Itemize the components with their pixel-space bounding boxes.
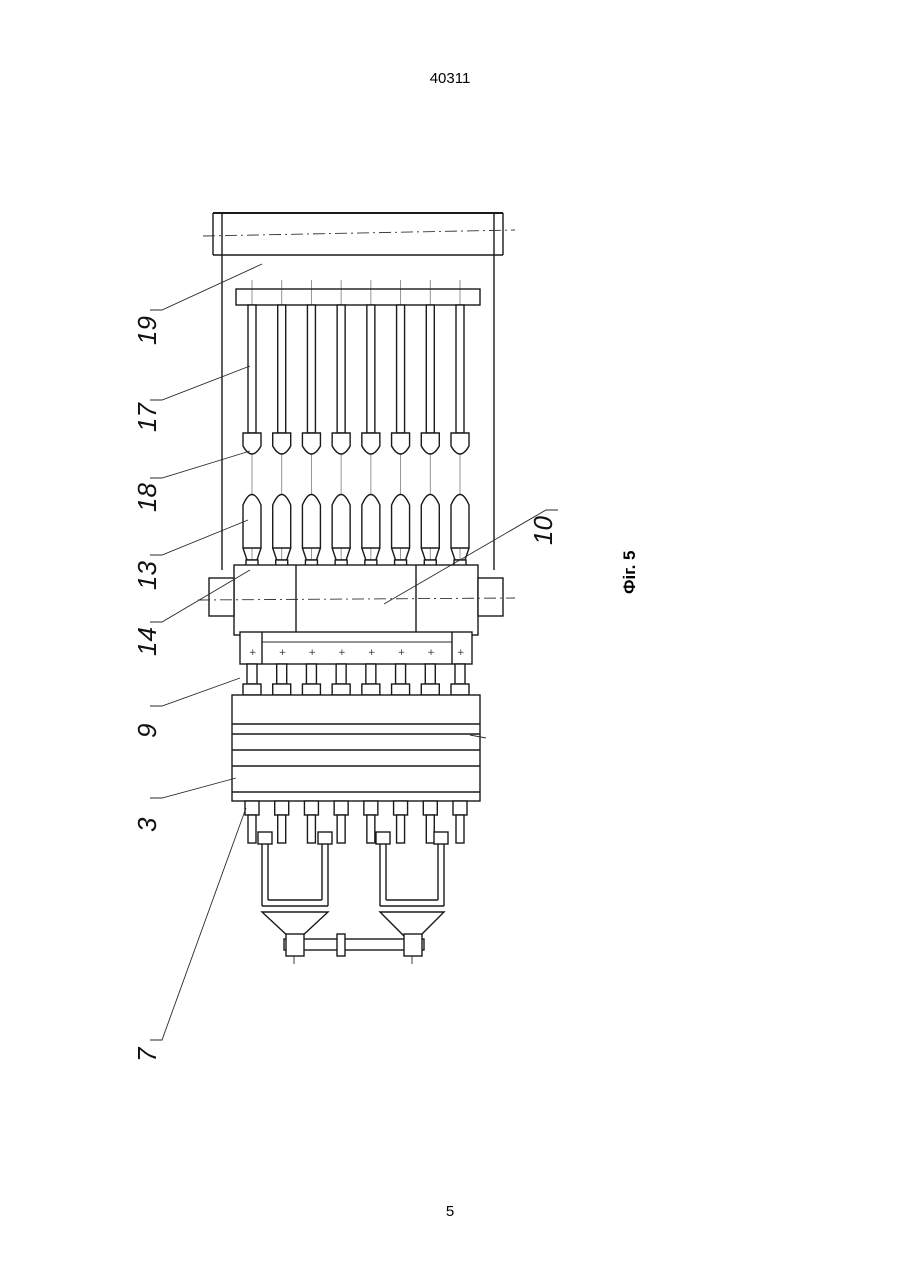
die bbox=[451, 495, 469, 549]
die bbox=[392, 495, 410, 549]
bolt bbox=[247, 664, 257, 684]
bolt bbox=[306, 664, 316, 684]
callout-19: 19 bbox=[132, 316, 162, 345]
rod-tip bbox=[332, 433, 350, 454]
page-number: 5 bbox=[0, 1203, 900, 1220]
carriage-block-10 bbox=[198, 565, 515, 664]
bolt bbox=[425, 664, 435, 684]
lower-bolt-head bbox=[275, 801, 289, 815]
rod bbox=[426, 305, 434, 433]
rod-tip bbox=[421, 433, 439, 454]
cross-mark: + bbox=[368, 648, 376, 658]
die bbox=[302, 495, 320, 549]
callout-3: 3 bbox=[132, 817, 162, 832]
cross-mark: + bbox=[308, 648, 316, 658]
die bbox=[332, 495, 350, 549]
lower-bolt-head bbox=[364, 801, 378, 815]
rod bbox=[456, 305, 464, 433]
bolt bbox=[396, 664, 406, 684]
die bbox=[273, 495, 291, 549]
bolt-head bbox=[332, 684, 350, 695]
callout-10: 10 bbox=[528, 516, 558, 545]
lower-bolt-head bbox=[394, 801, 408, 815]
lower-bolt-head bbox=[304, 801, 318, 815]
bolt-head bbox=[392, 684, 410, 695]
main-beam-3 bbox=[232, 695, 486, 801]
rod-tip bbox=[273, 433, 291, 454]
lower-bolt bbox=[426, 815, 434, 843]
rod bbox=[397, 305, 405, 433]
lower-bolt bbox=[367, 815, 375, 843]
rod bbox=[337, 305, 345, 433]
lower-bolt-head bbox=[453, 801, 467, 815]
figure-caption: Фіг. 5 bbox=[620, 550, 639, 594]
rod-tip bbox=[451, 433, 469, 454]
lower-bolt bbox=[248, 815, 256, 843]
cross-mark: + bbox=[279, 648, 287, 658]
callout-18: 18 bbox=[132, 483, 162, 512]
lower-bolt bbox=[307, 815, 315, 843]
cross-bar bbox=[236, 289, 480, 305]
cross-mark: + bbox=[457, 648, 465, 658]
bolt-head bbox=[362, 684, 380, 695]
lower-bolt-head bbox=[423, 801, 437, 815]
rod bbox=[278, 305, 286, 433]
rod-tip bbox=[362, 433, 380, 454]
bolt bbox=[366, 664, 376, 684]
dies-group-13 bbox=[243, 495, 469, 567]
bolt bbox=[336, 664, 346, 684]
bolt-head bbox=[421, 684, 439, 695]
rod-tip bbox=[243, 433, 261, 454]
die bbox=[421, 495, 439, 549]
bolt bbox=[277, 664, 287, 684]
callout-9: 9 bbox=[132, 724, 162, 738]
cross-mark: + bbox=[427, 648, 435, 658]
lower-bolt-head bbox=[334, 801, 348, 815]
callout-13: 13 bbox=[132, 561, 162, 590]
rod-tip bbox=[392, 433, 410, 454]
rod bbox=[367, 305, 375, 433]
lower-bolt bbox=[397, 815, 405, 843]
rod bbox=[307, 305, 315, 433]
bolt-head bbox=[243, 684, 261, 695]
rod bbox=[248, 305, 256, 433]
cross-mark: + bbox=[398, 648, 406, 658]
bolt-head bbox=[273, 684, 291, 695]
drive-linkage bbox=[258, 832, 448, 964]
lower-bolt bbox=[278, 815, 286, 843]
lower-bolt-head bbox=[245, 801, 259, 815]
rod-tip bbox=[302, 433, 320, 454]
cross-mark: + bbox=[249, 648, 257, 658]
lower-bolt bbox=[456, 815, 464, 843]
callout-14: 14 bbox=[132, 627, 162, 656]
die bbox=[362, 495, 380, 549]
lower-bolt bbox=[337, 815, 345, 843]
callout-17: 17 bbox=[132, 402, 162, 432]
callout-7: 7 bbox=[132, 1046, 162, 1062]
bolt bbox=[455, 664, 465, 684]
bolt-head bbox=[451, 684, 469, 695]
bolt-head bbox=[302, 684, 320, 695]
cross-mark: + bbox=[338, 648, 346, 658]
